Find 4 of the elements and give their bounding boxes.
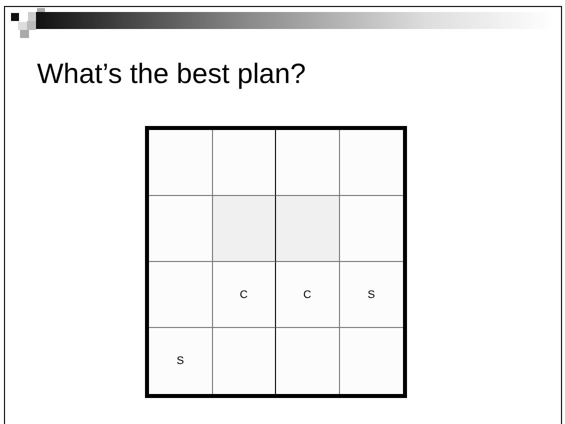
grid-cell: C (276, 262, 340, 328)
grid-cell: S (340, 262, 403, 328)
slide-title: What’s the best plan? (37, 58, 306, 90)
grid-cell: C (212, 262, 276, 328)
